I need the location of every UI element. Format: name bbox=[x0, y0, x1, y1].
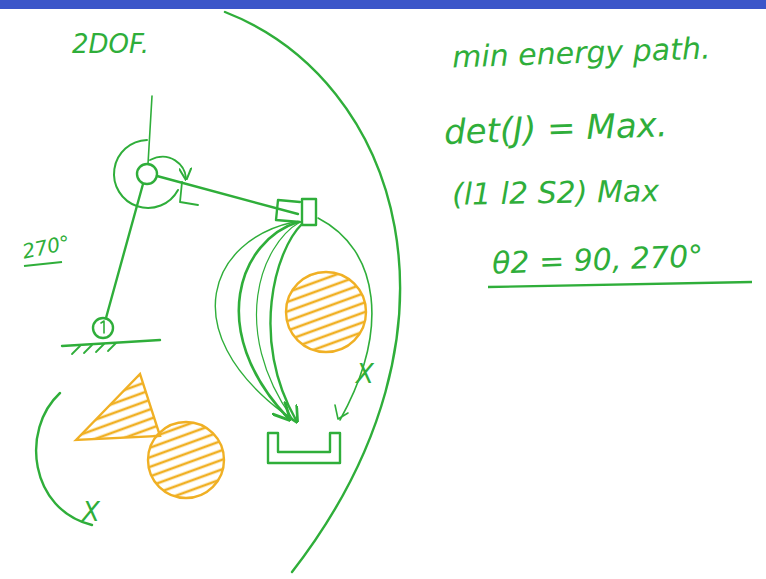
elbow-joint bbox=[137, 164, 157, 184]
gripper-top bbox=[276, 200, 300, 222]
link-1 bbox=[106, 184, 143, 318]
gripper-bottom bbox=[268, 433, 340, 463]
path-5-head bbox=[335, 405, 348, 419]
angle-arc bbox=[114, 140, 178, 208]
obstacle-circle bbox=[148, 422, 224, 498]
underline bbox=[24, 262, 62, 266]
note-text: min energy path. bbox=[452, 32, 711, 74]
reference-line bbox=[148, 96, 152, 164]
base-mark bbox=[101, 321, 104, 333]
note-text: (l1 l2 S2) Max bbox=[452, 174, 660, 211]
ground-hatch bbox=[72, 343, 116, 354]
top-bar bbox=[0, 0, 766, 9]
workspace-boundary bbox=[225, 12, 400, 572]
dof-label: 2DOF. bbox=[72, 30, 149, 59]
right-angle-mark bbox=[180, 182, 198, 205]
base-joint bbox=[93, 318, 113, 338]
obstacle-circle bbox=[286, 272, 366, 352]
obstacle-triangle bbox=[76, 374, 160, 440]
underline bbox=[488, 282, 752, 287]
note-text: θ2 = 90, 270° bbox=[491, 239, 703, 279]
note-text: det(J) = Max. bbox=[443, 106, 668, 151]
gripper-top-body bbox=[302, 199, 316, 225]
angle-arrow bbox=[150, 157, 186, 178]
cross-mark: X bbox=[82, 498, 100, 527]
angle-label: 270° bbox=[20, 231, 72, 263]
ground-line bbox=[62, 340, 160, 346]
path-1 bbox=[215, 222, 294, 412]
cross-mark: X bbox=[356, 360, 374, 389]
